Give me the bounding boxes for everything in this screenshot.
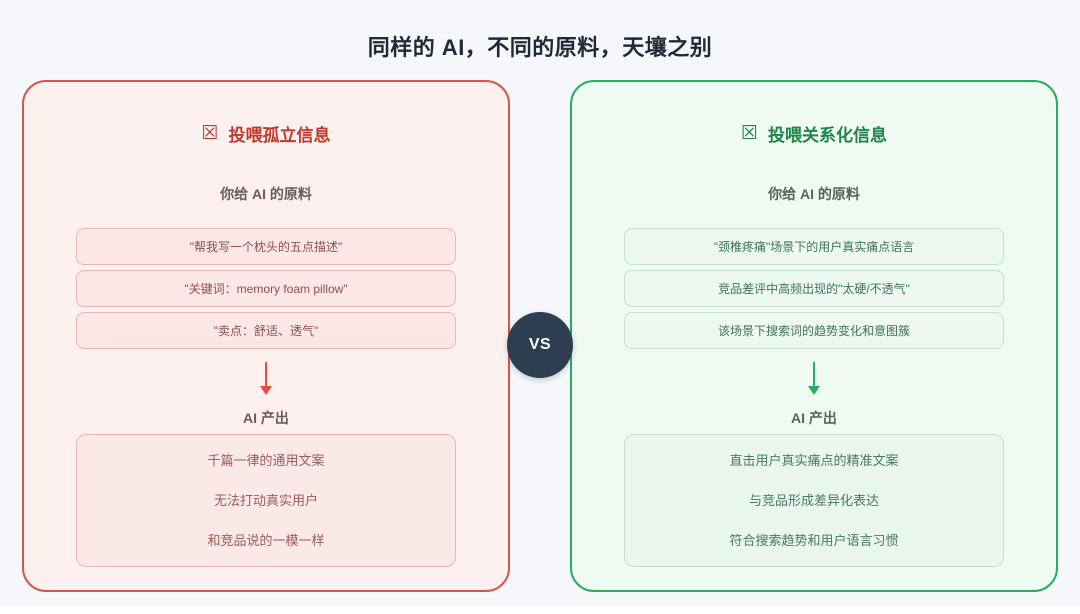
boxed-x-icon: ☒ [201, 122, 219, 144]
boxed-x-icon: ☒ [740, 122, 759, 144]
relational-panel-header: ☒ 投喂关系化信息 [624, 122, 1004, 145]
down-arrow-icon [807, 362, 821, 395]
relational-panel-title: 投喂关系化信息 [768, 125, 888, 145]
output-line: 直击用户真实痛点的精准文案 [729, 452, 899, 468]
relational-info-panel: ☒ 投喂关系化信息 你给 AI 的原料 "颈椎疼痛"场景下的用户真实痛点语言 竞… [570, 80, 1058, 592]
input-card: "颈椎疼痛"场景下的用户真实痛点语言 [624, 228, 1004, 265]
isolated-input-cards: "帮我写一个枕头的五点描述" "关键词：memory foam pillow" … [76, 228, 456, 349]
output-line: 符合搜索趋势和用户语言习惯 [729, 532, 899, 548]
input-card: "帮我写一个枕头的五点描述" [76, 228, 456, 265]
isolated-info-panel: ☒ 投喂孤立信息 你给 AI 的原料 "帮我写一个枕头的五点描述" "关键词：m… [22, 80, 510, 592]
bottom-strip [0, 605, 1080, 614]
output-line: 千篇一律的通用文案 [207, 452, 325, 468]
input-card: 该场景下搜索词的趋势变化和意图簇 [624, 312, 1004, 349]
output-line: 与竞品形成差异化表达 [748, 492, 879, 508]
isolated-output-box: 千篇一律的通用文案 无法打动真实用户 和竞品说的一模一样 [76, 434, 456, 567]
vs-badge: VS [507, 312, 573, 378]
input-card: "卖点：舒适、透气" [76, 312, 456, 349]
isolated-output-heading: AI 产出 [243, 410, 289, 426]
page-title: 同样的 AI，不同的原料，天壤之别 [367, 35, 713, 60]
relational-output-heading: AI 产出 [791, 410, 837, 426]
output-line: 无法打动真实用户 [213, 492, 318, 508]
down-arrow-icon [259, 362, 273, 395]
output-line: 和竞品说的一模一样 [207, 532, 325, 548]
relational-input-heading: 你给 AI 的原料 [768, 186, 860, 202]
isolated-panel-title: 投喂孤立信息 [228, 125, 331, 145]
relational-input-cards: "颈椎疼痛"场景下的用户真实痛点语言 竞品差评中高频出现的"太硬/不透气" 该场… [624, 228, 1004, 349]
input-card: "关键词：memory foam pillow" [76, 270, 456, 307]
isolated-input-heading: 你给 AI 的原料 [220, 186, 312, 202]
isolated-panel-header: ☒ 投喂孤立信息 [76, 122, 456, 145]
input-card: 竞品差评中高频出现的"太硬/不透气" [624, 270, 1004, 307]
relational-output-box: 直击用户真实痛点的精准文案 与竞品形成差异化表达 符合搜索趋势和用户语言习惯 [624, 434, 1004, 567]
